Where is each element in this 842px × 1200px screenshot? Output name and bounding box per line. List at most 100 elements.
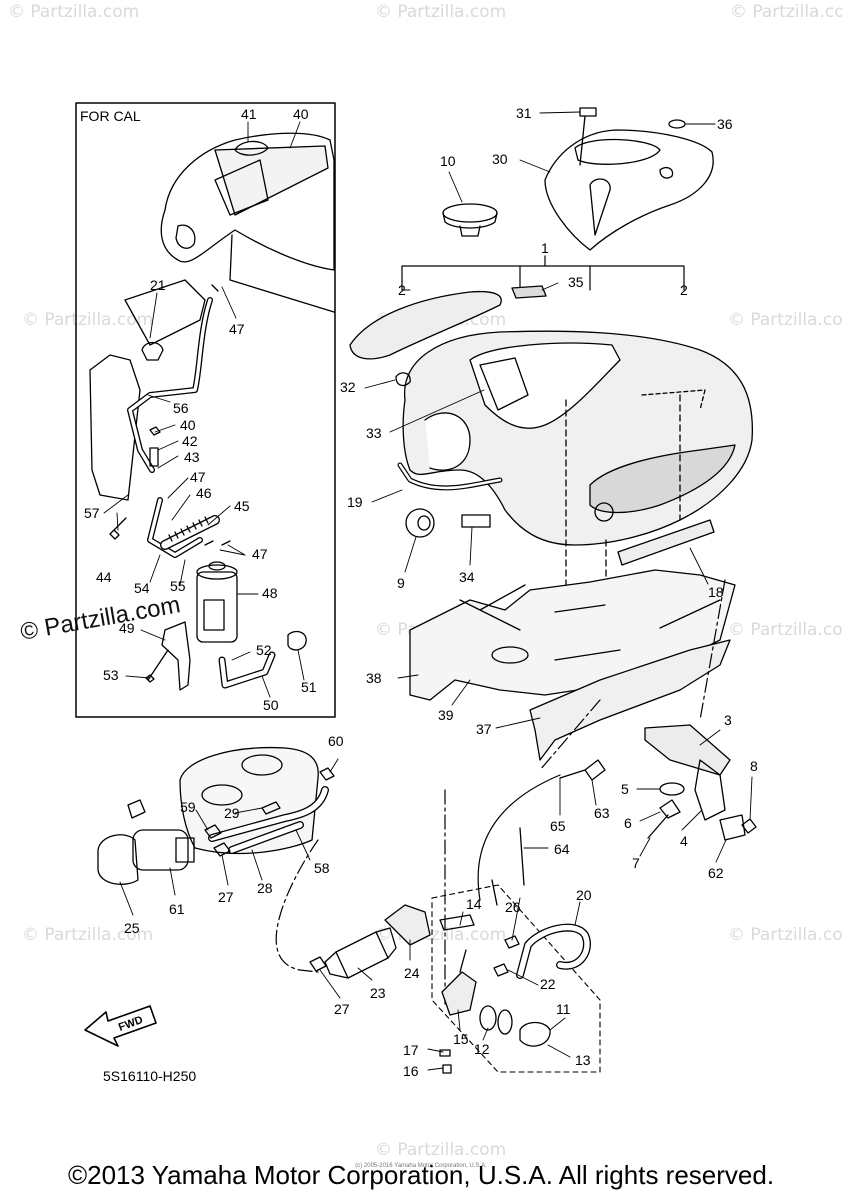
callout-48: 48 <box>262 585 278 601</box>
inset-title: FOR CAL <box>80 108 141 124</box>
callout-28: 28 <box>257 880 273 896</box>
reference-line-right <box>539 699 601 771</box>
tank-cover-rib <box>589 178 611 236</box>
cap-10 <box>442 203 498 237</box>
washer-17 <box>439 1049 451 1057</box>
inset-frame <box>75 102 336 718</box>
inset-clip-21 <box>141 341 164 361</box>
callout-44: 44 <box>96 569 112 585</box>
cable-65 <box>477 774 561 901</box>
hose-19-inner <box>398 463 502 490</box>
inset-bracket-bar <box>124 279 206 346</box>
callout-43: 43 <box>184 449 200 465</box>
callout-11: 11 <box>556 1001 571 1017</box>
screw-31 <box>579 107 597 166</box>
throttle-bore-right <box>241 754 283 776</box>
callout-58: 58 <box>314 860 330 876</box>
hose-20-inner <box>517 924 590 978</box>
damper-34 <box>461 514 491 528</box>
inset-fuel-pump <box>196 561 238 643</box>
inset-pump-plate <box>214 159 269 216</box>
callout-13: 13 <box>575 1052 591 1068</box>
callout-35: 35 <box>568 274 584 290</box>
callout-45: 45 <box>234 498 250 514</box>
clip-22 <box>493 963 509 977</box>
callout-38: 38 <box>366 670 382 686</box>
heat-shield-37 <box>529 639 731 761</box>
watermark-top-right: © Partzilla.com <box>730 2 842 22</box>
callout-7: 7 <box>632 855 640 871</box>
callout-15: 15 <box>453 1031 469 1047</box>
emblem-strip-left <box>349 290 502 360</box>
strip-18 <box>617 519 715 566</box>
callout-6: 6 <box>624 815 632 831</box>
callout-5: 5 <box>621 781 629 797</box>
clip-26 <box>504 935 520 949</box>
callout-55: 55 <box>170 578 186 594</box>
callout-2-right: 2 <box>680 282 688 298</box>
tank-cover-hole <box>659 166 674 179</box>
callout-50: 50 <box>263 697 279 713</box>
callout-2-left: 2 <box>398 282 406 298</box>
inset-tank <box>160 132 335 271</box>
heat-shield-hole <box>491 646 529 664</box>
label-35 <box>511 285 547 299</box>
inset-clamp-51 <box>287 630 307 651</box>
callout-59: 59 <box>180 799 196 815</box>
callout-53: 53 <box>103 667 119 683</box>
heat-shield-slots <box>459 584 721 661</box>
callout-12: 12 <box>474 1041 490 1057</box>
callout-40-inset: 40 <box>180 417 196 433</box>
callout-23: 23 <box>370 985 386 1001</box>
clip-59 <box>204 824 222 839</box>
petcock-lever <box>459 949 467 973</box>
callout-34: 34 <box>459 569 475 585</box>
clip-27-lower <box>309 956 327 972</box>
fuel-tank-tunnel <box>424 412 471 471</box>
callout-10: 10 <box>440 153 456 169</box>
callout-33: 33 <box>366 425 382 441</box>
callout-19: 19 <box>347 494 363 510</box>
fuel-tank-top-opening <box>469 342 621 429</box>
petcock-15 <box>441 971 477 1016</box>
watermark-low-left: © Partzilla.com <box>22 925 154 945</box>
callout-4: 4 <box>680 833 688 849</box>
inset-clip-47 <box>204 284 231 546</box>
o-ring-12 <box>479 1005 497 1031</box>
callout-39: 39 <box>438 707 454 723</box>
callout-17: 17 <box>403 1042 419 1058</box>
callout-52: 52 <box>256 642 272 658</box>
inset-tank-mouth <box>175 224 196 249</box>
callout-8: 8 <box>750 758 758 774</box>
fuel-tank-side-badge <box>589 444 736 514</box>
hose-20 <box>516 923 591 979</box>
bolt-7 <box>647 814 669 839</box>
throttle-bore-left <box>201 784 243 806</box>
small-print: (c) 2005-2016 Yamaha Motor Corporation, … <box>355 1163 487 1169</box>
hose-28-inner <box>229 822 303 853</box>
fuel-tank-tuning-fork-logo <box>594 502 614 522</box>
tank-cover-opening <box>574 138 661 165</box>
fuel-filter-23 <box>324 927 397 979</box>
callout-27-lower: 27 <box>334 1001 350 1017</box>
callout-1: 1 <box>541 240 549 256</box>
callout-46: 46 <box>196 485 212 501</box>
fwd-arrow <box>84 1005 157 1047</box>
bolt-8 <box>741 818 757 834</box>
callout-20: 20 <box>576 887 592 903</box>
callout-26: 26 <box>505 899 521 915</box>
watermark-right: © Partzilla.com <box>728 620 842 640</box>
watermark-top-center: © Partzilla.com <box>375 2 507 22</box>
callout-24: 24 <box>404 965 420 981</box>
cable-end <box>491 879 498 906</box>
callout-22: 22 <box>540 976 556 992</box>
fitting-63 <box>559 759 606 781</box>
callout-60: 60 <box>328 733 344 749</box>
callout-65: 65 <box>550 818 566 834</box>
watermark-mid-left: © Partzilla.com <box>22 310 154 330</box>
callout-62: 62 <box>708 865 724 881</box>
callout-40-inset-top: 40 <box>293 106 309 122</box>
callout-64: 64 <box>554 841 570 857</box>
callout-47-inset-mid: 47 <box>190 469 206 485</box>
